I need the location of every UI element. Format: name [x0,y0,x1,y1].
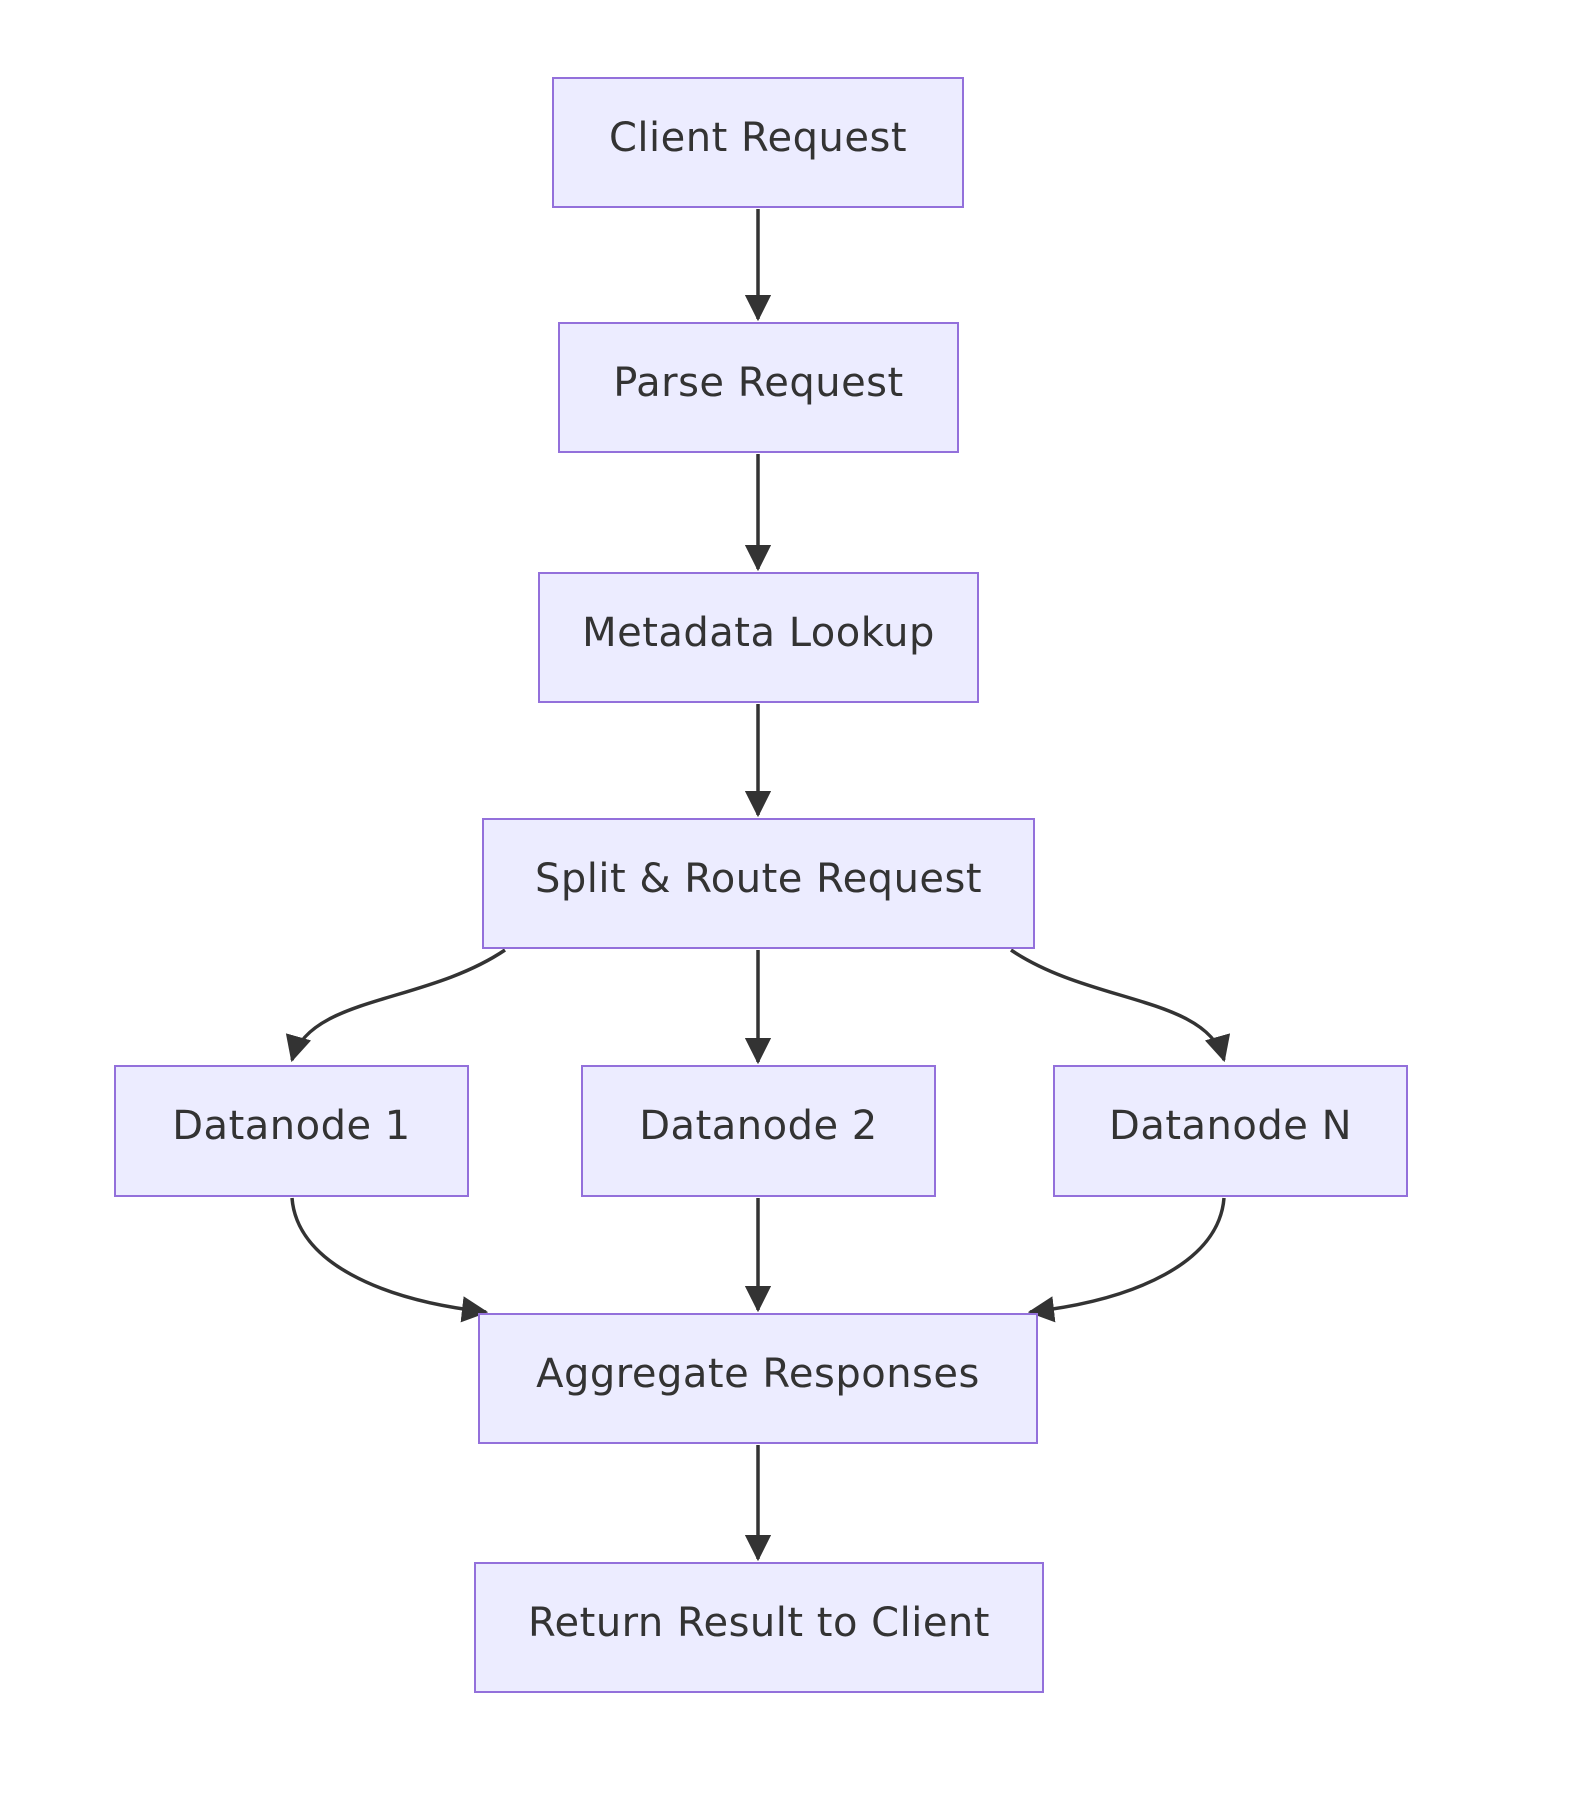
node-parse-request-label: Parse Request [613,359,904,406]
node-return-result-to-client-label: Return Result to Client [528,1599,990,1646]
node-split-route-request: Split & Route Request [482,818,1035,949]
edge-datanode1-to-aggregate [290,1197,489,1323]
node-datanode-1-label: Datanode 1 [172,1103,411,1149]
node-datanode-n-label: Datanode N [1109,1103,1352,1149]
node-datanode-1: Datanode 1 [114,1065,469,1197]
node-metadata-lookup: Metadata Lookup [538,572,979,703]
node-client-request: Client Request [552,77,964,208]
node-parse-request: Parse Request [558,322,959,453]
node-metadata-lookup-label: Metadata Lookup [582,609,935,656]
edge-split-to-datanode1 [285,948,506,1063]
node-datanode-2: Datanode 2 [581,1065,936,1197]
node-aggregate-responses-label: Aggregate Responses [536,1350,980,1397]
node-client-request-label: Client Request [609,114,907,161]
node-return-result-to-client: Return Result to Client [474,1562,1044,1693]
edge-datanodeN-to-aggregate [1027,1197,1226,1323]
node-split-route-request-label: Split & Route Request [534,855,983,902]
node-datanode-n: Datanode N [1053,1065,1408,1197]
node-aggregate-responses: Aggregate Responses [478,1313,1038,1444]
node-datanode-2-label: Datanode 2 [639,1103,878,1149]
edge-split-to-datanodeN [1010,948,1231,1063]
